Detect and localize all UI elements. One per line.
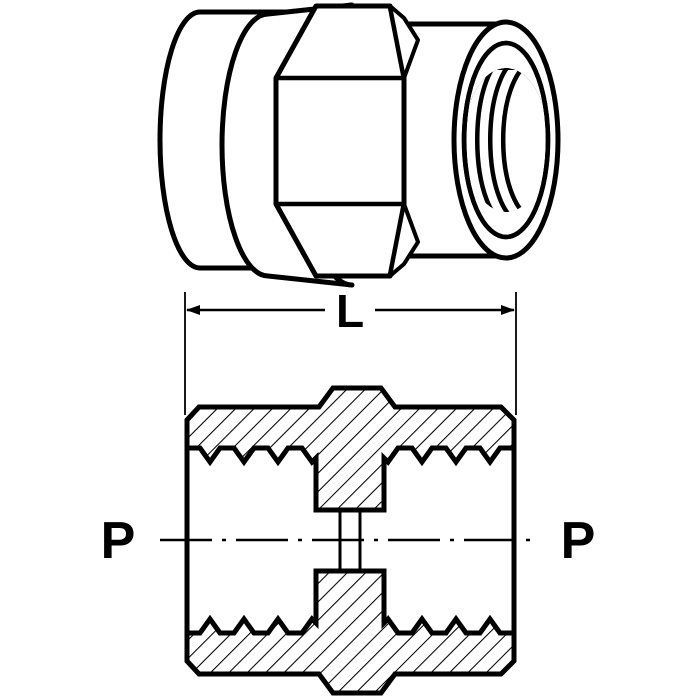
hex-chamfer-top (388, 4, 420, 80)
hex-chamfer-bottom (388, 202, 420, 278)
pipe-size-label-right: P (561, 512, 596, 570)
hex-flange (219, 2, 420, 288)
thread-line-4 (475, 68, 510, 212)
length-dimension-label: L (336, 285, 364, 337)
length-dimension: L (184, 285, 517, 415)
isometric-view (157, 2, 561, 288)
end-inner-rim-overlay (461, 40, 551, 240)
hex-front-face (273, 3, 407, 279)
lower-wall-outline (184, 568, 517, 696)
thread-line-5 (488, 68, 523, 212)
pipe-size-label-left: P (101, 512, 136, 570)
axis-centerline (160, 505, 540, 575)
upper-wall-outline (184, 385, 517, 513)
threaded-end-view (451, 19, 561, 261)
